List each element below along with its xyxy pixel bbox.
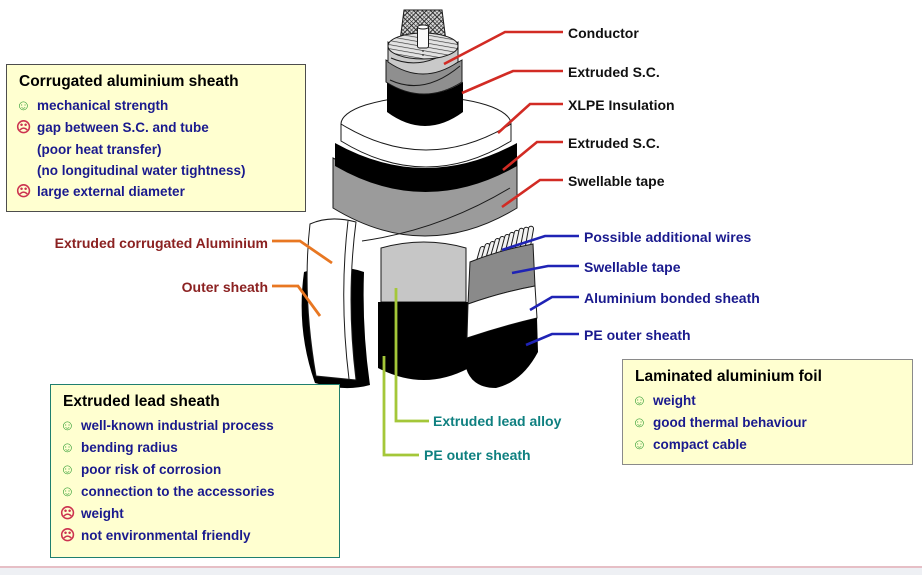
leader-swellable-tape-1 <box>501 178 563 209</box>
leader-extruded-sc-2 <box>502 140 563 172</box>
info-item-text: gap between S.C. and tube <box>37 120 209 135</box>
label-swellable-tape-2: Swellable tape <box>584 259 681 275</box>
leader-conductor <box>443 30 563 66</box>
lead-alloy-block <box>380 241 467 303</box>
smiley-good-icon: ☺ <box>60 484 75 500</box>
label-swellable-tape-1: Swellable tape <box>568 173 665 189</box>
leader-lead-alloy <box>394 288 429 423</box>
info-item: ☺ good thermal behaviour <box>632 412 902 434</box>
infobox-corrugated-aluminium-sheath: Corrugated aluminium sheath ☺ mechanical … <box>6 64 306 212</box>
label-extruded-sc-1: Extruded S.C. <box>568 64 660 80</box>
infobox-item-list: ☺ well-known industrial process ☺ bending r… <box>60 415 329 547</box>
info-item-text: (poor heat transfer) <box>37 142 162 157</box>
label-pe-outer-sheath-right: PE outer sheath <box>584 327 691 343</box>
info-item: ☺ compact cable <box>632 434 902 456</box>
info-item: ☹ large external diameter <box>16 181 295 203</box>
leader-pe-outer-sheath-middle <box>382 356 419 457</box>
tape-seam-line <box>361 187 511 242</box>
center-rod-top <box>417 24 429 30</box>
info-item: (poor heat transfer) <box>16 139 295 160</box>
outer-sc-black-band <box>335 143 517 192</box>
info-item-text: mechanical strength <box>37 98 169 113</box>
infobox-title: Extruded lead sheath <box>63 393 220 410</box>
smiley-good-icon: ☺ <box>60 462 75 478</box>
leader-swellable-tape-2 <box>511 264 579 275</box>
info-item-text: compact cable <box>653 437 747 452</box>
info-item: ☺ well-known industrial process <box>60 415 329 437</box>
label-additional-wires: Possible additional wires <box>584 229 752 245</box>
pe-outer-sheath-black-right <box>466 318 538 388</box>
smiley-bad-icon: ☹ <box>16 184 32 200</box>
info-item-text: poor risk of corrosion <box>81 462 222 477</box>
infobox-title: Corrugated aluminium sheath <box>19 73 239 90</box>
infobox-title: Laminated aluminium foil <box>635 368 822 385</box>
inner-semicon-black-band <box>387 82 463 126</box>
xlpe-insulation-cylinder <box>340 123 512 168</box>
smiley-good-icon: ☺ <box>60 440 75 456</box>
info-item-text: not environmental friendly <box>81 528 251 543</box>
leader-xlpe <box>497 102 563 134</box>
info-item: ☺ poor risk of corrosion <box>60 459 329 481</box>
leader-additional-wires <box>501 234 579 252</box>
info-item: ☺ weight <box>632 390 902 412</box>
slide-bottom-divider <box>0 566 922 575</box>
label-xlpe-insulation: XLPE Insulation <box>568 97 675 113</box>
leader-bonded-sheath <box>529 295 579 312</box>
leader-corrugated-aluminium <box>272 239 333 265</box>
smiley-good-icon: ☺ <box>632 393 647 409</box>
smiley-bad-icon: ☹ <box>60 528 76 544</box>
label-extruded-sc-2: Extruded S.C. <box>568 135 660 151</box>
info-item-text: connection to the accessories <box>81 484 275 499</box>
info-item: ☹ weight <box>60 503 329 525</box>
info-item-text: well-known industrial process <box>81 418 274 433</box>
label-pe-outer-sheath-middle: PE outer sheath <box>424 447 531 463</box>
infobox-extruded-lead-sheath: Extruded lead sheath ☺ well-known industr… <box>50 384 340 558</box>
corrugation-edge-line <box>343 220 350 380</box>
info-item: ☹ gap between S.C. and tube <box>16 117 295 139</box>
leader-outer-sheath <box>272 284 322 317</box>
info-item-text: bending radius <box>81 440 178 455</box>
pe-sheath-black-middle <box>378 302 469 380</box>
info-item: ☺ bending radius <box>60 437 329 459</box>
infobox-item-list: ☺ weight ☺ good thermal behaviour ☺ compact c… <box>632 390 902 456</box>
sc-seam-line <box>389 65 461 87</box>
smiley-bad-icon: ☹ <box>16 120 32 136</box>
infobox-item-list: ☺ mechanical strength ☹ gap between S.C. an… <box>16 95 295 203</box>
info-item-text: (no longitudinal water tightness) <box>37 163 246 178</box>
smiley-good-icon: ☺ <box>16 98 31 114</box>
leader-pe-outer-sheath-right <box>525 332 579 347</box>
info-item-text: large external diameter <box>37 184 185 199</box>
smiley-good-icon: ☺ <box>632 415 647 431</box>
label-bonded-sheath: Aluminium bonded sheath <box>584 290 760 306</box>
info-item-text: good thermal behaviour <box>653 415 807 430</box>
info-item: ☹ not environmental friendly <box>60 525 329 547</box>
smiley-good-icon: ☺ <box>60 418 75 434</box>
label-lead-alloy: Extruded lead alloy <box>433 413 562 429</box>
smiley-good-icon: ☺ <box>632 437 647 453</box>
label-conductor: Conductor <box>568 25 639 41</box>
label-corrugated-aluminium: Extruded corrugated Aluminium <box>54 235 268 251</box>
leader-extruded-sc-1 <box>461 69 563 95</box>
infobox-laminated-aluminium-foil: Laminated aluminium foil ☺ weight ☺ good th… <box>622 359 913 465</box>
info-item-text: weight <box>653 393 696 408</box>
info-item: (no longitudinal water tightness) <box>16 160 295 181</box>
corrugated-aluminium-strip <box>306 218 357 381</box>
info-item: ☺ connection to the accessories <box>60 481 329 503</box>
label-outer-sheath: Outer sheath <box>181 279 268 295</box>
info-item-text: weight <box>81 506 124 521</box>
info-item: ☺ mechanical strength <box>16 95 295 117</box>
smiley-bad-icon: ☹ <box>60 506 76 522</box>
